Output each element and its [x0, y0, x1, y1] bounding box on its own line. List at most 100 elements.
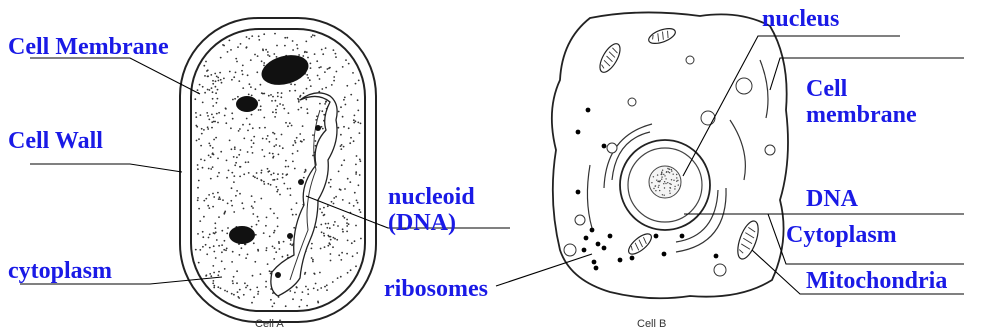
cytoplasm-dot: [231, 187, 233, 189]
cytoplasm-dot: [358, 184, 360, 186]
cytoplasm-dot: [213, 139, 215, 141]
cytoplasm-dot: [224, 240, 226, 242]
cytoplasm-dot: [251, 35, 253, 37]
cytoplasm-dot: [299, 133, 301, 135]
cytoplasm-dot: [253, 136, 255, 138]
nucleolus-dot: [651, 182, 652, 183]
cytoplasm-dot: [241, 202, 243, 204]
cytoplasm-dot: [251, 226, 253, 228]
cytoplasm-dot: [359, 159, 361, 161]
nucleolus-dot: [661, 171, 662, 172]
nucleolus-dot: [673, 174, 674, 175]
cytoplasm-dot: [194, 98, 196, 100]
cytoplasm-dot: [292, 144, 294, 146]
cytoplasm-dot: [208, 237, 210, 239]
nucleolus-dot: [661, 173, 662, 174]
vesicle: [628, 98, 636, 106]
cytoplasm-dot: [273, 302, 275, 304]
ribosome-dot: [576, 130, 581, 135]
cytoplasm-dot: [264, 156, 266, 158]
nucleolus-dot: [657, 181, 658, 182]
cytoplasm-dot: [304, 51, 306, 53]
cytoplasm-dot: [209, 273, 211, 275]
cytoplasm-dot: [217, 286, 219, 288]
cytoplasm-dot: [242, 87, 244, 89]
cytoplasm-dot: [287, 254, 289, 256]
cytoplasm-dot: [336, 71, 338, 73]
cytoplasm-dot: [292, 49, 294, 51]
cytoplasm-dot: [297, 150, 299, 152]
cytoplasm-dot: [234, 164, 236, 166]
ribosome-dot: [582, 248, 587, 253]
cytoplasm-dot: [298, 109, 300, 111]
cytoplasm-dot: [263, 181, 265, 183]
cytoplasm-dot: [209, 247, 211, 249]
cytoplasm-dot: [204, 92, 206, 94]
cytoplasm-dot: [254, 201, 256, 203]
cytoplasm-dot: [338, 127, 340, 129]
cytoplasm-dot: [276, 191, 278, 193]
cytoplasm-dot: [218, 271, 220, 273]
cytoplasm-dot: [325, 47, 327, 49]
cytoplasm-dot: [321, 49, 323, 51]
cytoplasm-dot: [344, 188, 346, 190]
nucleoid-dot: [298, 179, 304, 185]
cytoplasm-dot: [215, 257, 217, 259]
leader-cell-wall: [30, 164, 182, 172]
cytoplasm-dot: [353, 122, 355, 124]
cytoplasm-dot: [248, 172, 250, 174]
cytoplasm-dot: [204, 75, 206, 77]
ribosome-dot: [584, 236, 589, 241]
cytoplasm-dot: [300, 107, 302, 109]
cytoplasm-dot: [215, 92, 217, 94]
vesicle: [714, 264, 726, 276]
cytoplasm-dot: [291, 125, 293, 127]
cytoplasm-dot: [213, 245, 215, 247]
cytoplasm-dot: [342, 116, 344, 118]
nucleolus-dot: [669, 169, 670, 170]
cytoplasm-dot: [197, 89, 199, 91]
cytoplasm-dot: [333, 224, 335, 226]
cytoplasm-dot: [268, 170, 270, 172]
cytoplasm-dot: [319, 78, 321, 80]
cytoplasm-dot: [346, 231, 348, 233]
cytoplasm-dot: [273, 232, 275, 234]
cytoplasm-dot: [231, 148, 233, 150]
cytoplasm-dot: [200, 114, 202, 116]
cytoplasm-dot: [247, 74, 249, 76]
cytoplasm-dot: [296, 44, 298, 46]
cytoplasm-dot: [207, 205, 209, 207]
cytoplasm-dot: [212, 166, 214, 168]
cytoplasm-dot: [355, 265, 357, 267]
cytoplasm-dot: [313, 288, 315, 290]
cytoplasm-dot: [242, 65, 244, 67]
cytoplasm-dot: [232, 251, 234, 253]
cytoplasm-dot: [311, 257, 313, 259]
cytoplasm-dot: [197, 199, 199, 201]
cytoplasm-dot: [279, 194, 281, 196]
cytoplasm-dot: [347, 272, 349, 274]
cytoplasm-dot: [203, 129, 205, 131]
cytoplasm-dot: [217, 176, 219, 178]
cytoplasm-dot: [200, 159, 202, 161]
cytoplasm-dot: [296, 286, 298, 288]
nucleolus-dot: [669, 190, 670, 191]
cytoplasm-dot: [294, 168, 296, 170]
cytoplasm-dot: [333, 237, 335, 239]
cytoplasm-dot: [221, 82, 223, 84]
cytoplasm-dot: [340, 189, 342, 191]
nucleolus-dot: [664, 187, 665, 188]
nucleolus-dot: [674, 188, 675, 189]
cytoplasm-dot: [290, 243, 292, 245]
cytoplasm-dot: [249, 83, 251, 85]
cytoplasm-dot: [246, 46, 248, 48]
cytoplasm-dot: [343, 146, 345, 148]
nucleolus-dot: [669, 172, 670, 173]
cytoplasm-dot: [217, 89, 219, 91]
cytoplasm-dot: [231, 293, 233, 295]
cytoplasm-dot: [273, 258, 275, 260]
cytoplasm-dot: [221, 251, 223, 253]
cytoplasm-dot: [214, 121, 216, 123]
cytoplasm-dot: [217, 192, 219, 194]
cytoplasm-dot: [346, 85, 348, 87]
